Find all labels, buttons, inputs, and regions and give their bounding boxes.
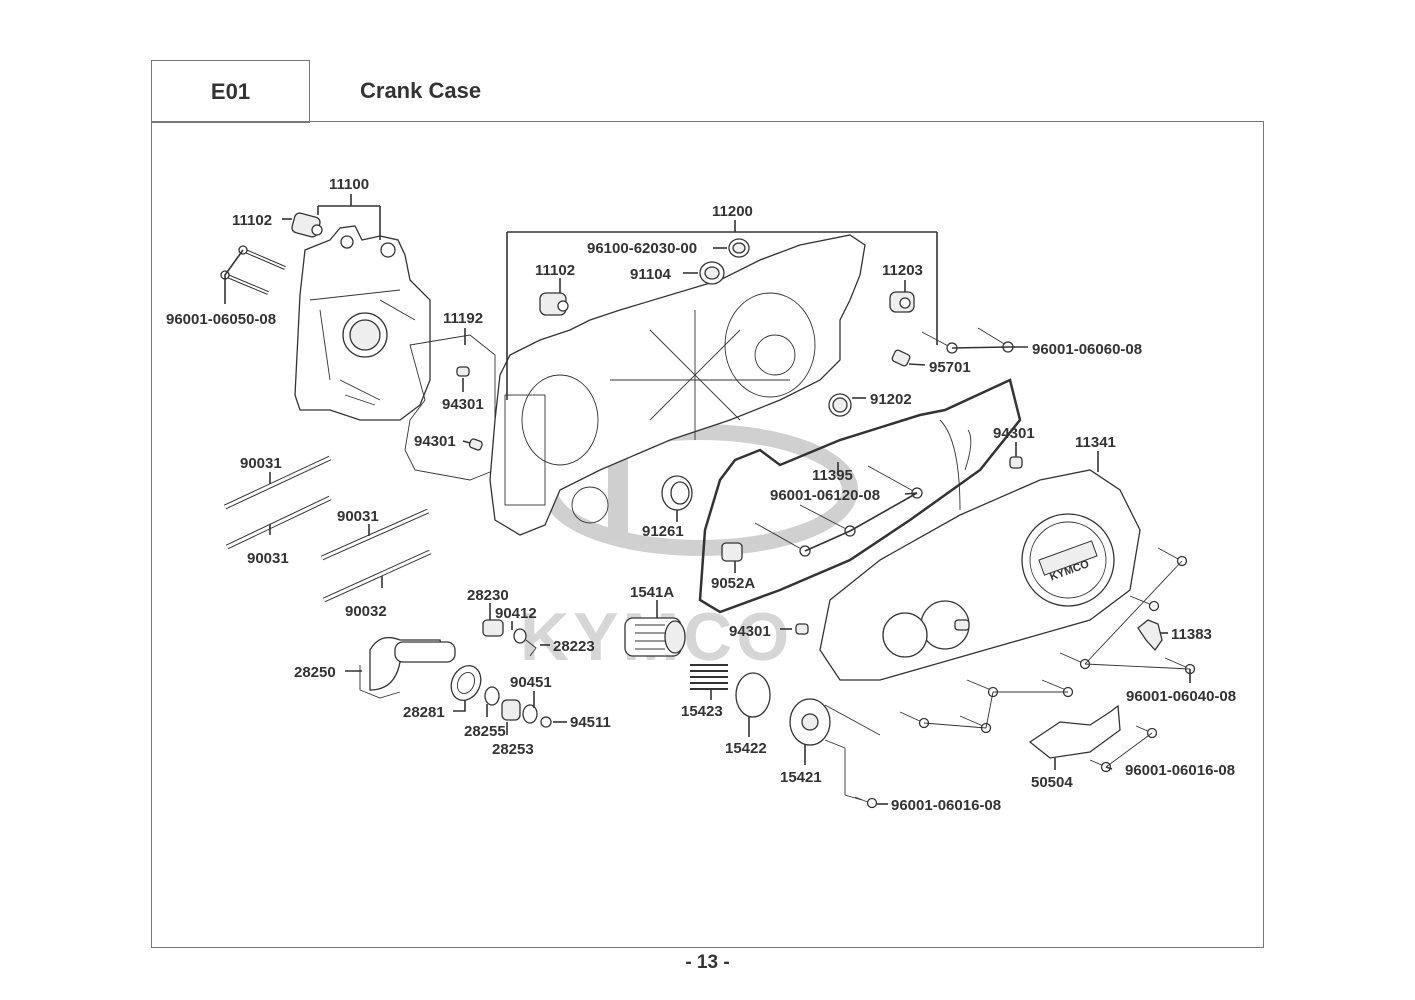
callout-11192: 11192 (443, 310, 483, 327)
part-o-ring-15422 (735, 672, 771, 718)
part-bearing-91104 (699, 261, 725, 285)
watermark-bar (608, 450, 628, 542)
leader-lines-15421 (824, 704, 881, 801)
callout-50504: 50504 (1031, 774, 1073, 791)
callout-90032: 90032 (345, 603, 387, 620)
part-gear-28230 (482, 619, 504, 637)
callout-90412: 90412 (495, 605, 537, 622)
callout-94301-d: 94301 (729, 623, 771, 640)
callout-28253: 28253 (492, 741, 534, 758)
callout-96001-06016-08-bracket: 96001-06016-08 (1125, 762, 1235, 779)
callout-96001-06016-08-cap: 96001-06016-08 (891, 797, 1001, 814)
callout-96100-62030-00: 96100-62030-00 (587, 240, 697, 257)
part-strainer-cap-15421 (789, 698, 831, 746)
part-cable-guide (939, 419, 972, 511)
callout-94301-b: 94301 (414, 433, 456, 450)
part-plug-95701 (891, 349, 911, 367)
part-gasket-11395 (698, 378, 1022, 614)
callout-leaders (224, 194, 1191, 805)
callout-11200: 11200 (712, 203, 753, 220)
part-oil-seal-96100 (728, 238, 750, 258)
part-bushing-11203 (889, 291, 915, 313)
callout-labels: 11100 11102 96001-06050-08 11192 94301 9… (166, 176, 1236, 814)
callout-28223: 28223 (553, 638, 595, 655)
part-studs (223, 455, 432, 603)
part-bolt-06016-cap-head (866, 797, 878, 809)
callout-91104: 91104 (630, 266, 672, 283)
part-dowel-94301-b (468, 438, 483, 451)
callout-11341: 11341 (1075, 434, 1116, 451)
part-clip-11383 (1137, 619, 1163, 652)
callout-15421: 15421 (780, 769, 822, 786)
callout-15423: 15423 (681, 703, 723, 720)
part-dowel-94301-d (795, 623, 809, 635)
callout-96001-06040-08: 96001-06040-08 (1126, 688, 1236, 705)
callout-94301-a: 94301 (442, 396, 484, 413)
part-washer-28255 (484, 686, 500, 706)
part-dowel-94301-c (1009, 456, 1023, 469)
part-gasket-11192 (404, 334, 496, 481)
callout-11395: 11395 (812, 467, 853, 484)
part-clip-28223 (525, 639, 537, 657)
part-crankcase-cover-11341: KYMCO (819, 469, 1141, 681)
callout-90031-a: 90031 (240, 455, 282, 472)
callout-11102-right: 11102 (535, 262, 575, 279)
callout-15422: 15422 (725, 740, 767, 757)
part-dowel-94301-a (456, 366, 470, 377)
part-spring-15423 (690, 664, 728, 690)
diagram-frame (151, 121, 1264, 948)
callout-1541A: 1541A (630, 584, 674, 601)
callout-28230: 28230 (467, 587, 509, 604)
part-washer-90451 (522, 704, 538, 724)
part-clip-94511 (540, 716, 552, 728)
callout-90031-c: 90031 (337, 508, 379, 525)
section-code-cell: E01 (151, 60, 310, 123)
callout-11102-left: 11102 (232, 212, 272, 229)
callout-9052A: 9052A (711, 575, 755, 592)
callout-90031-b: 90031 (247, 550, 289, 567)
part-oil-seal-91261 (661, 475, 693, 511)
part-bolts-06016-bracket (1089, 725, 1158, 773)
part-bushing-11102-right (539, 292, 569, 316)
callout-91202: 91202 (870, 391, 912, 408)
part-washer-90412 (513, 628, 527, 644)
callout-96001-06120-08: 96001-06120-08 (770, 487, 880, 504)
part-bolts-06050 (220, 245, 286, 295)
part-kick-shaft-28250 (359, 636, 456, 699)
callout-94301-c: 94301 (993, 425, 1035, 442)
callout-11383: 11383 (1171, 626, 1212, 643)
callout-96001-06050-08: 96001-06050-08 (166, 311, 276, 328)
callout-28281: 28281 (403, 704, 445, 721)
part-bracket-50504 (1028, 704, 1121, 759)
part-oil-strainer-1541A (624, 617, 686, 657)
callout-28250: 28250 (294, 664, 336, 681)
part-bushing-28253 (501, 699, 521, 721)
callout-96001-06060-08: 96001-06060-08 (1032, 341, 1142, 358)
callout-28255: 28255 (464, 723, 506, 740)
callout-11100: 11100 (329, 176, 369, 193)
callout-90451: 90451 (510, 674, 552, 691)
leader-lines-06040 (923, 560, 1191, 729)
callout-95701: 95701 (929, 359, 971, 376)
callout-91261: 91261 (642, 523, 684, 540)
part-drain-bolt-9052A (721, 542, 743, 562)
callout-11203: 11203 (882, 262, 923, 279)
part-oil-seal-91202 (828, 393, 852, 417)
part-bushing-11102-left (291, 212, 323, 238)
part-spring-28281 (450, 664, 482, 702)
section-title: Crank Case (360, 78, 482, 103)
callout-94511: 94511 (570, 714, 611, 731)
page-number: - 13 - (685, 952, 730, 973)
section-code: E01 (210, 78, 251, 104)
part-right-crankcase (489, 234, 866, 536)
part-left-crankcase (294, 225, 431, 421)
part-bolts-06060 (921, 327, 1014, 354)
